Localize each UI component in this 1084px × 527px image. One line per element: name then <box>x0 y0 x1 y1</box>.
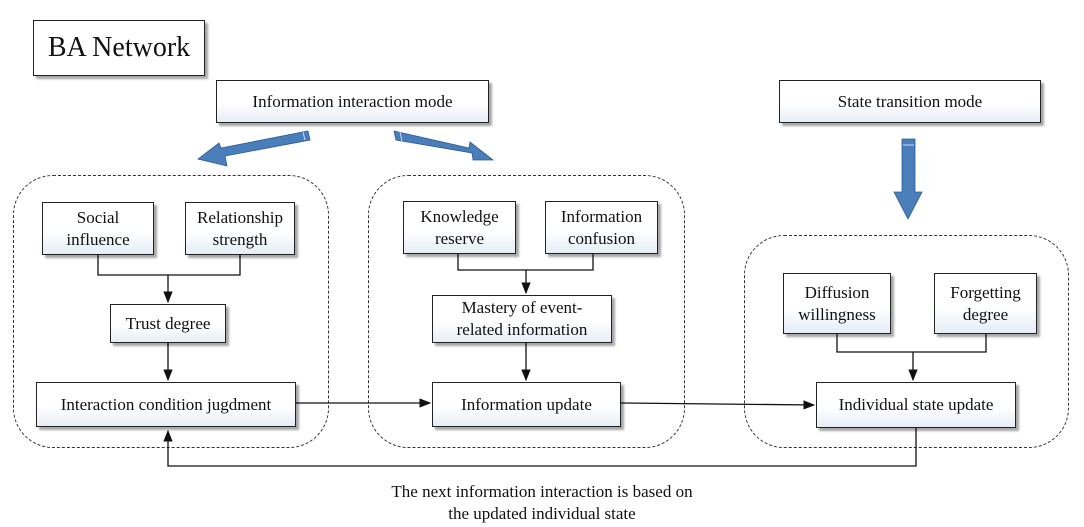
network-title: BA Network <box>33 20 205 76</box>
link-relationship-to-trust <box>168 255 241 276</box>
node-social-influence: Social influence <box>42 202 154 255</box>
interaction-group-left <box>13 175 329 448</box>
link-info-update-to-state <box>620 400 816 410</box>
caption-line-2: the updated individual state <box>448 504 636 523</box>
node-trust-degree: Trust degree <box>110 304 226 343</box>
transition-group <box>744 235 1069 448</box>
node-mastery-of-event-related-information: Mastery of event- related information <box>432 295 612 343</box>
link-feedback-loop <box>163 428 917 467</box>
link-diffusion-to-state <box>836 334 913 353</box>
node-forgetting-degree: Forgetting degree <box>934 273 1037 334</box>
mode-arrow-middle <box>393 130 495 161</box>
node-individual-state-update: Individual state update <box>816 382 1016 428</box>
mode-arrow-down <box>893 138 923 220</box>
node-information-update: Information update <box>432 382 621 427</box>
link-knowledge-to-mastery <box>457 254 526 271</box>
mode-arrow-left <box>197 130 311 167</box>
state-transition-mode: State transition mode <box>779 80 1041 123</box>
link-social-to-trust <box>97 255 168 276</box>
caption-line-1: The next information interaction is base… <box>391 482 693 501</box>
link-forgetting-to-state <box>913 334 987 353</box>
information-interaction-mode: Information interaction mode <box>216 80 489 123</box>
node-relationship-strength: Relationship strength <box>185 202 295 255</box>
interaction-group-middle <box>368 175 685 448</box>
node-diffusion-willingness: Diffusion willingness <box>783 273 891 334</box>
node-information-confusion: Information confusion <box>545 201 658 254</box>
node-knowledge-reserve: Knowledge reserve <box>403 201 516 254</box>
node-interaction-condition-judgment: Interaction condition jugdment <box>36 382 296 427</box>
link-confusion-to-mastery <box>526 254 594 271</box>
